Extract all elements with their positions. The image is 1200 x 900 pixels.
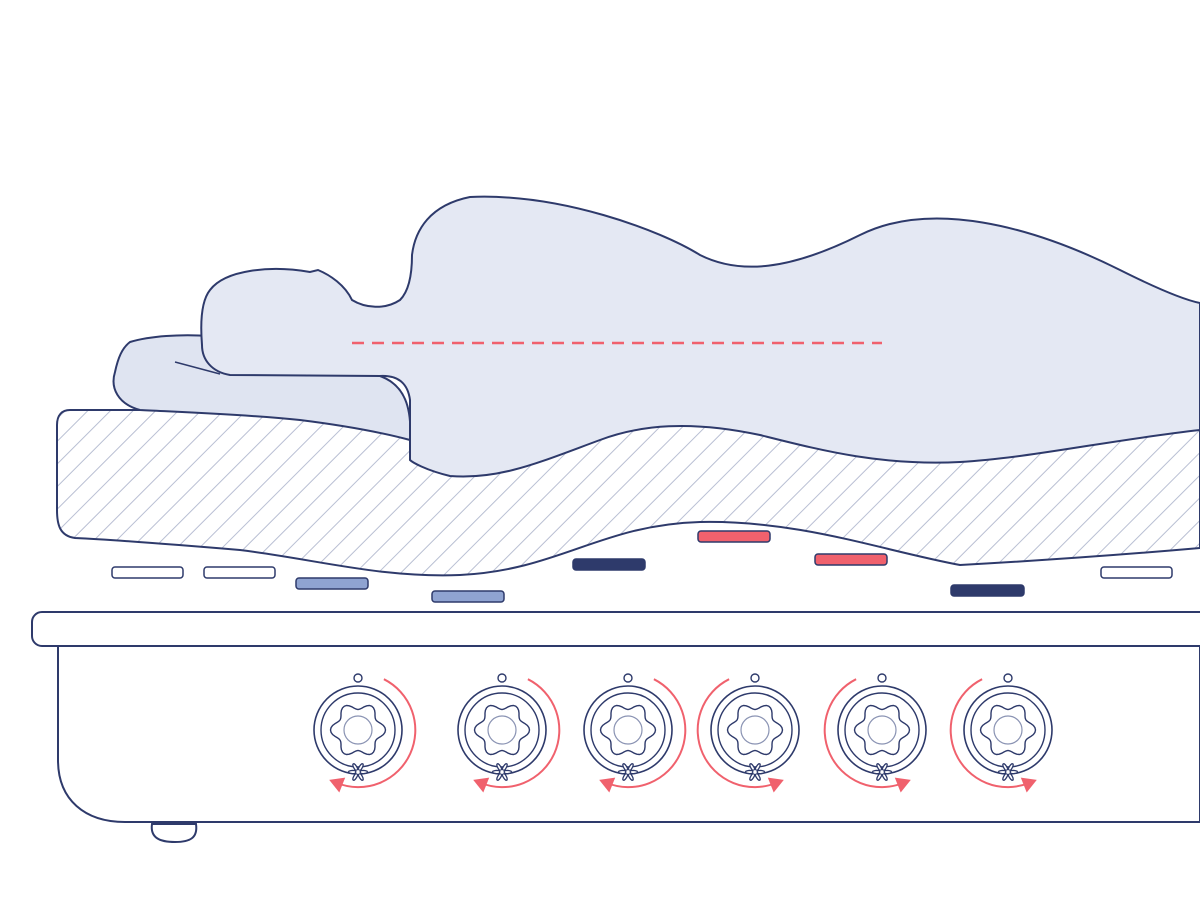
dial-clockwise xyxy=(457,673,561,793)
dial-counter-clockwise xyxy=(949,673,1053,793)
slat-raised xyxy=(814,553,888,566)
rotation-arrow-icon xyxy=(767,777,784,793)
rotation-arrow-icon xyxy=(1020,777,1037,793)
dial-clockwise xyxy=(313,673,417,793)
slat-firm xyxy=(950,584,1025,597)
dial-counter-clockwise xyxy=(696,673,800,793)
slat-neutral xyxy=(111,566,184,579)
slat-soft xyxy=(295,577,369,590)
dial-clockwise xyxy=(583,673,687,793)
bed-base-top-rail xyxy=(31,611,1200,647)
slat-neutral xyxy=(1100,566,1173,579)
rotation-arrow-icon xyxy=(599,777,616,793)
bed-foot xyxy=(150,823,198,844)
slat-soft xyxy=(431,590,505,603)
slat-neutral xyxy=(203,566,276,579)
support-slats xyxy=(111,530,1173,603)
pillow-crease xyxy=(174,361,221,375)
rotation-arrow-icon xyxy=(329,777,346,793)
rotation-arrow-icon xyxy=(473,777,490,793)
slat-raised xyxy=(697,530,771,543)
rotation-arrow-icon xyxy=(894,777,911,793)
adjustment-dials xyxy=(313,673,1053,793)
slat-firm xyxy=(572,558,646,571)
sleeping-body-silhouette xyxy=(200,195,1200,478)
dial-counter-clockwise xyxy=(823,673,927,793)
